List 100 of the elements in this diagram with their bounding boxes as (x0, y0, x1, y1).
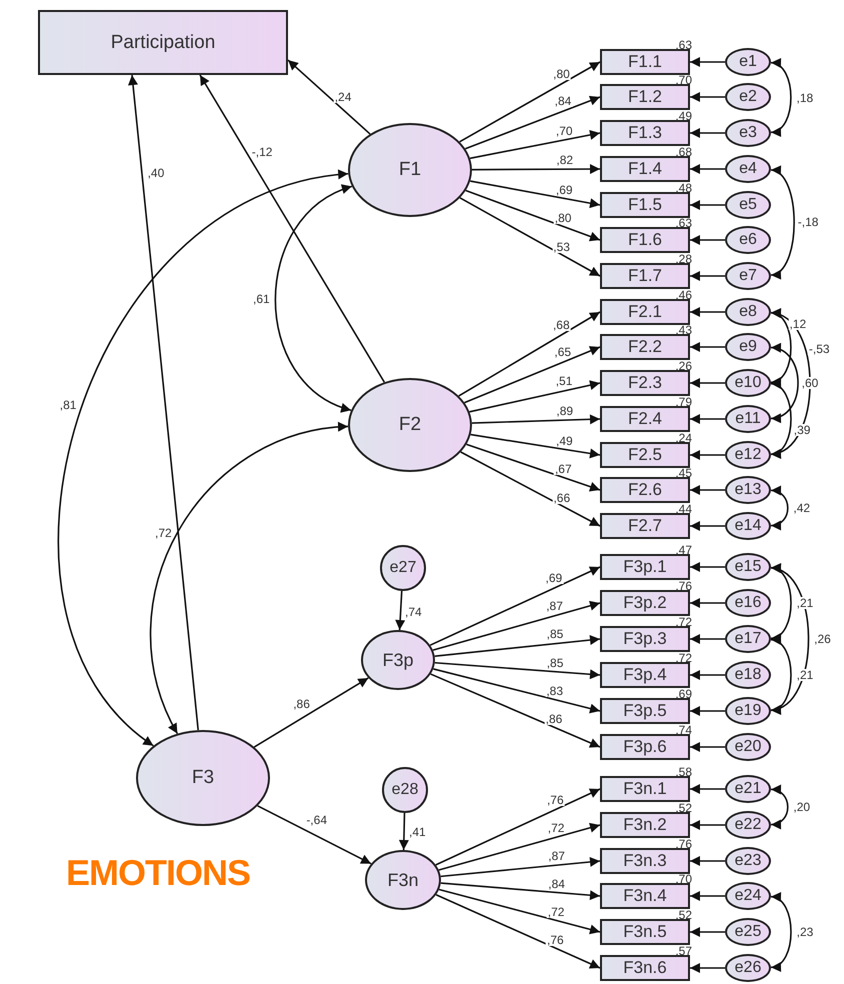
edge-label: ,80 (552, 68, 571, 80)
node-label: F3p.1 (623, 557, 667, 577)
node-label: e17 (734, 630, 762, 648)
edge-label: ,85 (546, 656, 564, 669)
node-label: F2.3 (628, 373, 662, 393)
arrow (690, 92, 725, 102)
edge-label: ,23 (796, 926, 814, 938)
node-label: F2.1 (628, 302, 662, 322)
node-label: e20 (734, 738, 762, 756)
edge-label: ,18 (796, 92, 814, 104)
r-squared-value: ,45 (675, 467, 692, 479)
edge-label: ,76 (546, 794, 565, 806)
arrow (434, 635, 600, 657)
node-label: e22 (734, 816, 762, 834)
covariance-arrow (770, 565, 792, 641)
arrow (199, 74, 386, 383)
r-squared-value: ,79 (675, 396, 692, 408)
arrow (433, 668, 600, 714)
node-label: e13 (734, 481, 762, 499)
edge-label: ,65 (553, 346, 572, 358)
arrow (690, 598, 725, 608)
r-squared-value: ,70 (675, 74, 692, 86)
r-squared-value: ,63 (675, 39, 692, 51)
node-label: F2.5 (628, 445, 662, 465)
arrow (432, 600, 600, 651)
arrow (440, 882, 600, 900)
node-label: e25 (734, 923, 762, 941)
r-squared-value: ,76 (675, 580, 692, 592)
arrow (257, 805, 372, 864)
error-term-ellipse (725, 405, 771, 433)
node-label: F2.6 (628, 480, 662, 500)
edge-label: ,40 (146, 167, 166, 180)
covariance-arrow (770, 786, 788, 828)
covariance-arrow (770, 168, 795, 277)
node-label: F3p (382, 650, 414, 670)
node-label: e7 (739, 267, 757, 285)
error-term-ellipse (725, 697, 771, 725)
edge-label: ,53 (552, 240, 571, 253)
arrow (690, 235, 725, 245)
edge-label: ,26 (813, 633, 832, 645)
node-label: F3p.5 (623, 701, 667, 721)
covariance-arrow (770, 486, 788, 530)
edge-label: ,83 (545, 685, 564, 698)
error-term-ellipse (725, 589, 771, 617)
r-squared-value: ,70 (675, 873, 692, 885)
node-label: e2 (739, 88, 757, 106)
arrow (690, 521, 725, 531)
diagram-label: EMOTIONS (66, 852, 250, 894)
edge-label: ,84 (547, 878, 566, 890)
r-squared-value: ,63 (675, 217, 692, 229)
arrow (690, 784, 725, 794)
arrow (434, 662, 600, 680)
node-label: e8 (739, 303, 757, 321)
error-term-ellipse (725, 882, 771, 910)
node-label: e19 (734, 702, 762, 720)
arrow (440, 856, 600, 878)
edge-label: ,61 (252, 292, 271, 305)
arrow (469, 380, 600, 413)
edge-label: -,53 (808, 342, 831, 355)
r-squared-value: ,72 (675, 616, 692, 628)
arrow (398, 812, 409, 850)
node-label: F1.7 (628, 266, 662, 286)
arrow (430, 673, 600, 748)
node-label: e15 (734, 558, 762, 576)
r-squared-value: ,49 (675, 110, 692, 122)
r-squared-value: ,48 (675, 182, 692, 194)
error-term-ellipse (725, 119, 771, 147)
arrow (690, 200, 725, 210)
node-label: e21 (734, 780, 762, 798)
covariance-arrow (770, 310, 811, 456)
r-squared-value: ,41 (409, 826, 426, 838)
node-label: e23 (734, 852, 762, 870)
r-squared-value: ,72 (675, 652, 692, 664)
edge-label: ,68 (552, 318, 571, 331)
arrow (464, 346, 600, 404)
edge-label: ,49 (555, 434, 574, 447)
arrow (690, 856, 725, 866)
covariance-arrow (770, 566, 810, 712)
node-label: e6 (739, 231, 757, 249)
arrow (460, 451, 600, 527)
r-squared-value: ,26 (675, 360, 692, 372)
error-term-ellipse (725, 553, 771, 581)
node-label: F2 (398, 414, 422, 436)
error-term-ellipse (725, 512, 771, 540)
node-label: F3p.4 (623, 665, 667, 685)
arrow (465, 96, 600, 150)
node-label: e27 (390, 559, 416, 577)
edge-label: -,18 (796, 216, 820, 228)
arrow (690, 670, 725, 680)
error-term-ellipse (725, 83, 771, 111)
node-label: F3n.1 (623, 779, 667, 799)
edge-label: ,81 (58, 399, 78, 412)
edge-label: -,12 (250, 146, 274, 158)
node-label: F1.1 (628, 52, 662, 72)
node-label: e10 (734, 374, 762, 392)
arrow (458, 311, 600, 397)
node-label: F3p.3 (623, 629, 667, 649)
error-term-ellipse (725, 847, 771, 875)
arrow (690, 57, 725, 67)
node-label: e4 (739, 160, 757, 178)
